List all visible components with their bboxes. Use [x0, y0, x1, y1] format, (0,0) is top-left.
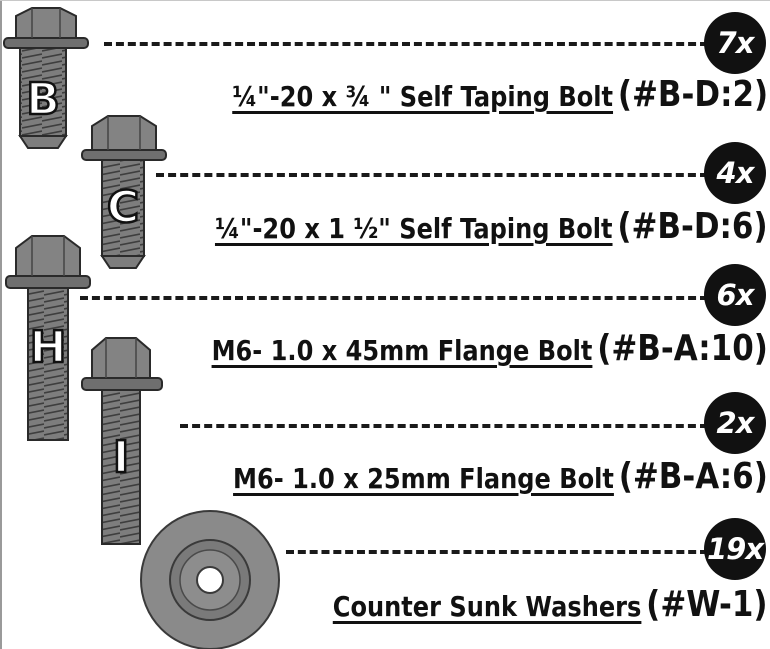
leader-line-washer	[286, 550, 708, 554]
part-name-c: ¼"-20 x 1 ½" Self Taping Bolt	[215, 212, 613, 245]
part-label-i: M6- 1.0 x 25mm Flange Bolt (#B-A:6)	[233, 456, 768, 497]
part-label-b: ¼"-20 x ¾ " Self Taping Bolt (#B-D:2)	[232, 74, 768, 115]
part-name-i: M6- 1.0 x 25mm Flange Bolt	[233, 462, 615, 495]
letter-h: H	[30, 322, 67, 373]
quantity-badge-h: 6x	[704, 264, 766, 326]
part-label-h: M6- 1.0 x 45mm Flange Bolt (#B-A:10)	[212, 328, 768, 369]
leader-line-b	[104, 42, 708, 46]
part-code-washer: (#W-1)	[646, 584, 768, 625]
part-name-h: M6- 1.0 x 45mm Flange Bolt	[211, 334, 593, 367]
part-code-c: (#B-D:6)	[617, 206, 768, 247]
top-border	[0, 0, 770, 1]
quantity-badge-i: 2x	[704, 392, 766, 454]
bolt-h-icon: H	[5, 235, 91, 441]
part-name-washer: Counter Sunk Washers	[333, 590, 642, 623]
part-label-c: ¼"-20 x 1 ½" Self Taping Bolt (#B-D:6)	[215, 206, 768, 247]
part-code-h: (#B-A:10)	[597, 328, 768, 369]
left-border	[0, 0, 2, 649]
bolt-i-icon: I	[81, 337, 163, 545]
part-name-b: ¼"-20 x ¾ " Self Taping Bolt	[232, 80, 613, 113]
quantity-badge-c: 4x	[704, 142, 766, 204]
quantity-badge-b: 7x	[704, 12, 766, 74]
leader-line-h	[80, 296, 708, 300]
part-code-i: (#B-A:6)	[618, 456, 768, 497]
part-code-b: (#B-D:2)	[617, 74, 768, 115]
letter-b: B	[26, 74, 60, 125]
leader-line-i	[180, 424, 708, 428]
part-label-washer: Counter Sunk Washers (#W-1)	[333, 584, 768, 625]
letter-c: C	[107, 182, 139, 233]
quantity-badge-washer: 19x	[704, 518, 766, 580]
washer-icon	[140, 510, 280, 649]
bolt-c-icon: C	[81, 115, 167, 269]
letter-i: I	[113, 432, 129, 483]
bolt-b-icon: B	[3, 7, 89, 149]
leader-line-c	[156, 173, 708, 177]
